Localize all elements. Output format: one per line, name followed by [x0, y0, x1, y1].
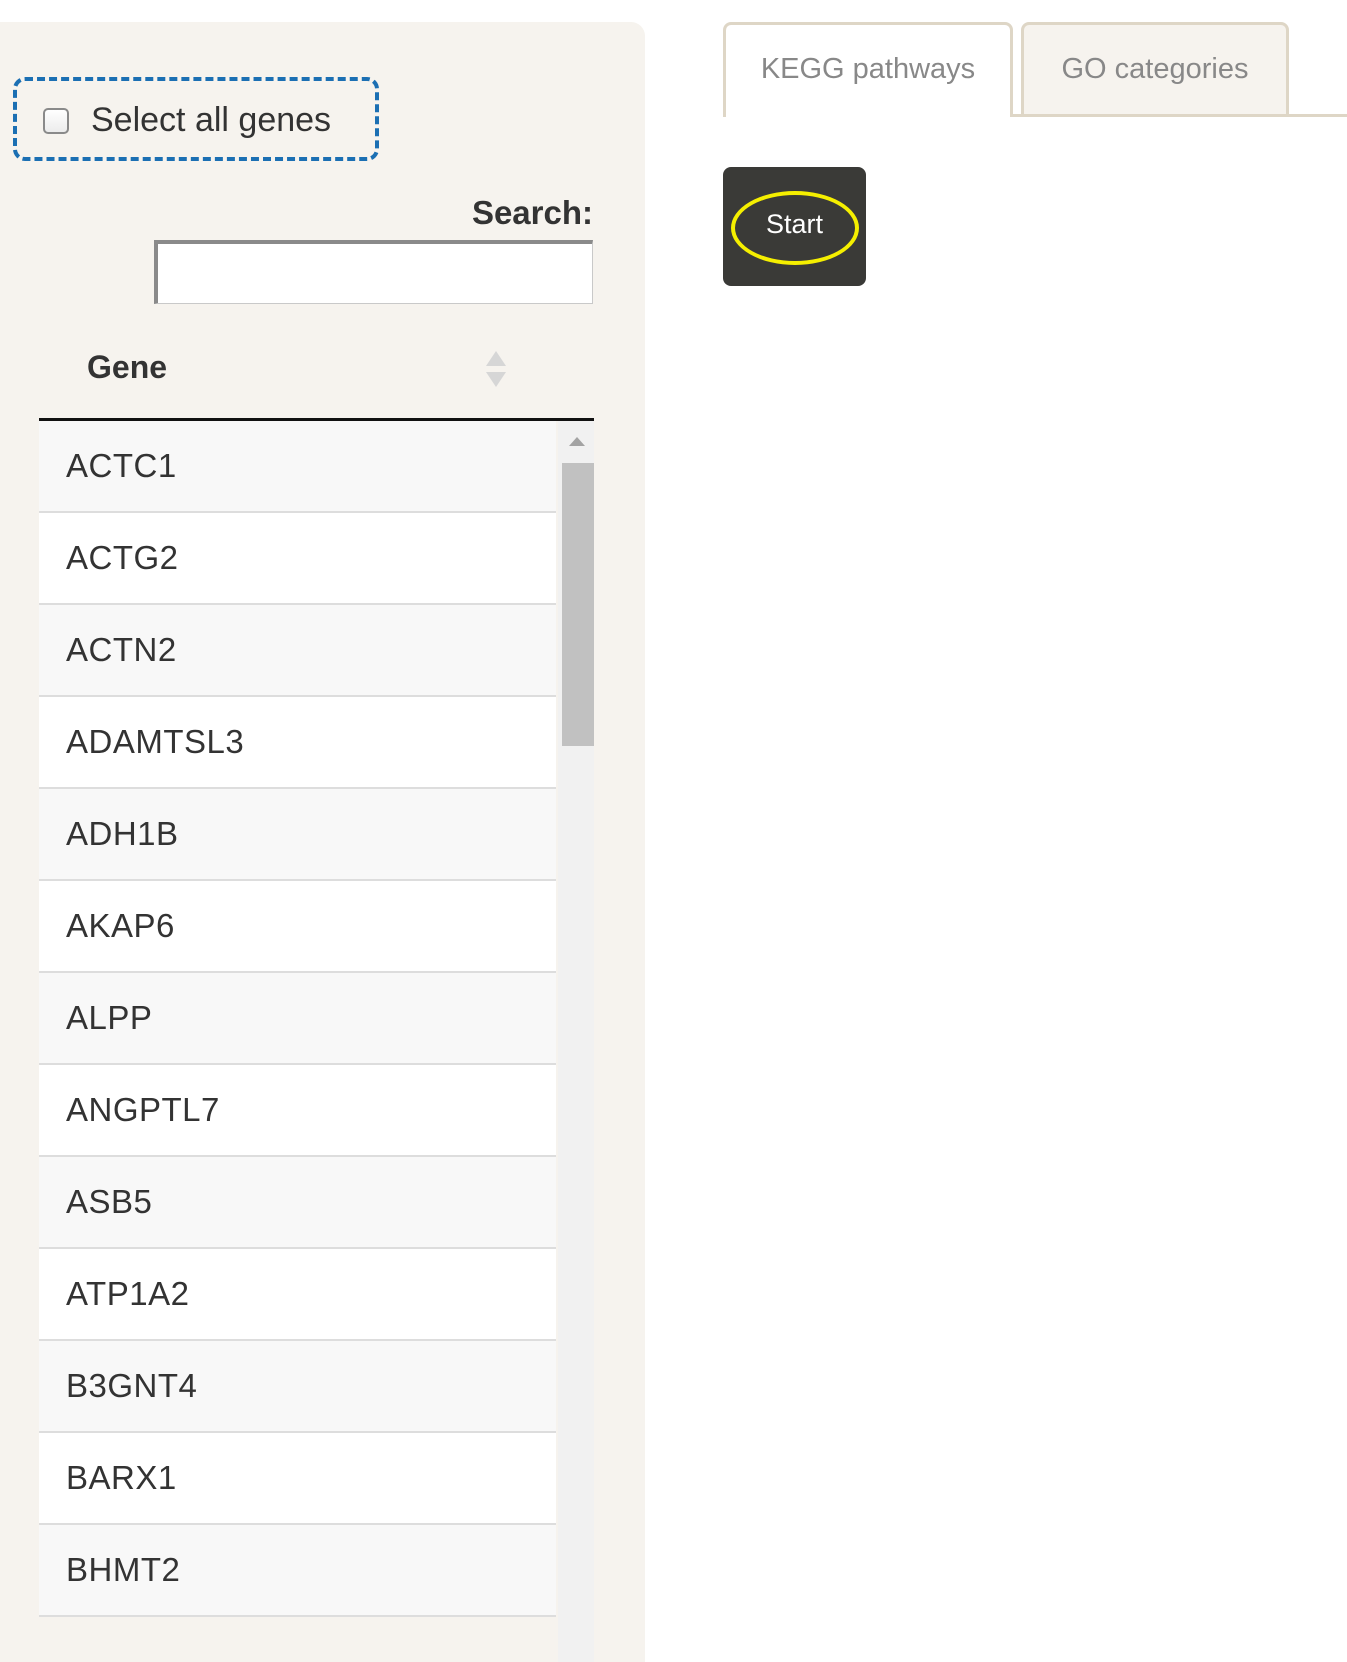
- gene-name: ANGPTL7: [66, 1091, 220, 1128]
- gene-name: BARX1: [66, 1459, 177, 1496]
- select-all-checkbox[interactable]: [43, 108, 69, 134]
- scroll-up-arrow-icon[interactable]: [569, 437, 585, 446]
- table-row[interactable]: ADAMTSL3: [39, 697, 556, 789]
- table-scrollbar[interactable]: [558, 421, 594, 1662]
- gene-name: AKAP6: [66, 907, 175, 944]
- start-button[interactable]: Start: [723, 167, 866, 286]
- gene-name: BHMT2: [66, 1551, 181, 1588]
- table-row[interactable]: ANGPTL7: [39, 1065, 556, 1157]
- gene-name: ATP1A2: [66, 1275, 190, 1312]
- sort-icon[interactable]: [484, 349, 508, 389]
- enrichment-tabs: KEGG pathways GO categories: [723, 22, 1347, 117]
- table-row[interactable]: ACTG2: [39, 513, 556, 605]
- table-row[interactable]: BHMT2: [39, 1525, 556, 1617]
- table-row[interactable]: AKAP6: [39, 881, 556, 973]
- table-row[interactable]: BARX1: [39, 1433, 556, 1525]
- gene-name: ACTC1: [66, 447, 177, 484]
- tab-kegg-pathways[interactable]: KEGG pathways: [723, 22, 1013, 117]
- start-highlight-ellipse: [731, 191, 859, 265]
- gene-name: ACTN2: [66, 631, 177, 668]
- table-row[interactable]: ADH1B: [39, 789, 556, 881]
- gene-name: ALPP: [66, 999, 153, 1036]
- table-row[interactable]: ACTC1: [39, 421, 556, 513]
- gene-name: ADAMTSL3: [66, 723, 245, 760]
- table-row[interactable]: ALPP: [39, 973, 556, 1065]
- table-row[interactable]: ATP1A2: [39, 1249, 556, 1341]
- gene-column-title: Gene: [87, 349, 168, 385]
- gene-name: ACTG2: [66, 539, 179, 576]
- scroll-thumb[interactable]: [562, 463, 594, 746]
- start-button-label: Start: [765, 209, 824, 239]
- tab-go-categories[interactable]: GO categories: [1021, 22, 1289, 117]
- select-all-genes-toggle[interactable]: Select all genes: [13, 77, 379, 161]
- gene-name: B3GNT4: [66, 1367, 198, 1404]
- table-row[interactable]: ASB5: [39, 1157, 556, 1249]
- gene-name: ASB5: [66, 1183, 153, 1220]
- search-label: Search:: [471, 194, 593, 231]
- table-row[interactable]: ACTN2: [39, 605, 556, 697]
- gene-name: ADH1B: [66, 815, 179, 852]
- select-all-label: Select all genes: [91, 101, 332, 139]
- search-input[interactable]: [154, 240, 593, 304]
- table-row[interactable]: B3GNT4: [39, 1341, 556, 1433]
- gene-column-header[interactable]: Gene: [39, 337, 594, 421]
